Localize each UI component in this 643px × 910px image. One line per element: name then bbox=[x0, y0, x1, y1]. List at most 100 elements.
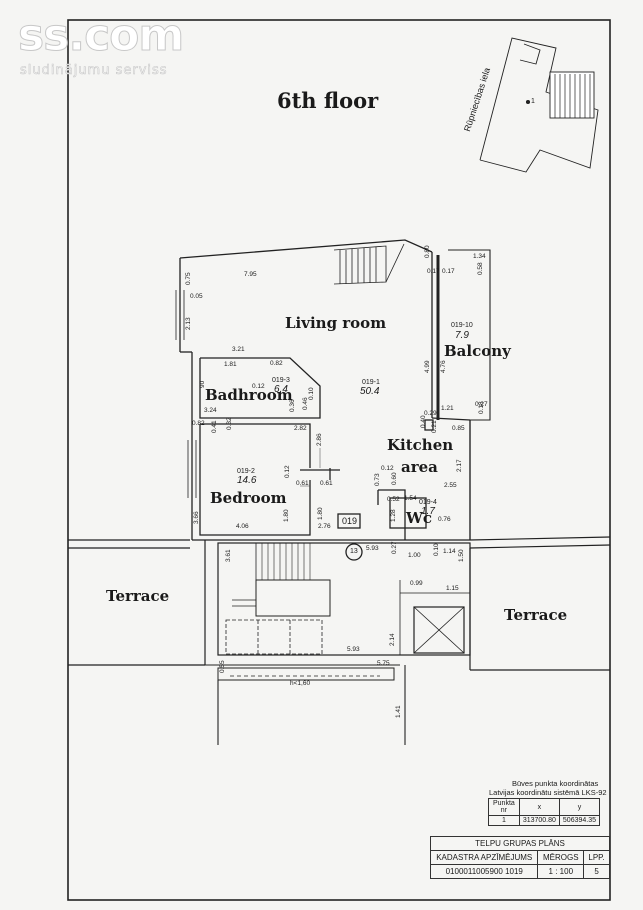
dim-label: 3.61 bbox=[225, 549, 232, 562]
dim-label: 1.81 bbox=[224, 361, 237, 368]
terrace-right-label: Terrace bbox=[504, 606, 568, 624]
dim-label: 0.75 bbox=[185, 272, 192, 285]
dim-label: 0.58 bbox=[477, 262, 484, 275]
dim-label: 0.27 bbox=[475, 401, 488, 408]
bathroom-label: Badhroom bbox=[205, 386, 293, 404]
title-value-scale: 1 : 100 bbox=[537, 864, 585, 879]
apartment-walls bbox=[179, 239, 471, 561]
dim-label: 3.21 bbox=[232, 346, 245, 353]
bedroom-code: 019-2 bbox=[237, 468, 255, 475]
dim-label: 0.82 bbox=[270, 360, 283, 367]
dim-label: 2.14 bbox=[389, 633, 396, 646]
title-block: TELPU GRUPAS PLĀNS KADASTRA APZĪMĒJUMS M… bbox=[429, 836, 610, 879]
title-value-page: 5 bbox=[583, 864, 610, 879]
coord-header-point: Punkta nr bbox=[488, 798, 520, 816]
dim-label: 0.12 bbox=[252, 383, 265, 390]
sheet-border bbox=[67, 19, 611, 901]
dim-label: 1.28 bbox=[390, 509, 397, 522]
coord-header-x: x bbox=[518, 798, 560, 816]
dim-label: 0.61 bbox=[296, 480, 309, 487]
table-row: KADASTRA APZĪMĒJUMS MĒROGS LPP. bbox=[429, 850, 610, 865]
title-label-cadastre: KADASTRA APZĪMĒJUMS bbox=[429, 850, 539, 865]
dim-label: 0.10 bbox=[433, 543, 440, 556]
dim-label: 5.93 bbox=[366, 545, 379, 552]
dim-label: 1.14 bbox=[443, 548, 456, 555]
living-area: 50.4 bbox=[360, 386, 380, 397]
balcony-label: Balcony bbox=[444, 342, 511, 360]
dim-label: 2.17 bbox=[456, 459, 463, 472]
dim-label: 1.80 bbox=[317, 507, 324, 520]
title-heading: TELPU GRUPAS PLĀNS bbox=[430, 836, 610, 851]
dim-label: 1.21 bbox=[441, 405, 454, 412]
balcony-outline bbox=[436, 249, 491, 540]
stair-core bbox=[217, 542, 471, 656]
dim-label: 2.76 bbox=[318, 523, 331, 530]
dim-label: 4.06 bbox=[236, 523, 249, 530]
dim-label: 0.76 bbox=[438, 516, 451, 523]
dim-label: 0.40 bbox=[420, 415, 427, 428]
dim-label: 0.17 bbox=[427, 268, 440, 275]
dim-label: 1.54 bbox=[404, 495, 417, 502]
bedroom-area: 14.6 bbox=[237, 475, 257, 486]
balcony-area: 7.9 bbox=[455, 330, 469, 341]
dim-label: 0.27 bbox=[391, 541, 398, 554]
title-value-cadastre: 0100011005900 1019 bbox=[429, 864, 539, 879]
dim-label: 0.05 bbox=[190, 293, 203, 300]
dim-label: 7.95 bbox=[244, 271, 257, 278]
dim-label: 0.18 bbox=[478, 401, 485, 414]
dim-label: 1.41 bbox=[395, 705, 402, 718]
wc-label: Wc bbox=[406, 509, 432, 527]
coord-point: 1 bbox=[488, 815, 520, 826]
dim-label: 1.34 bbox=[473, 253, 486, 260]
title-label-scale: MĒROGS bbox=[537, 850, 585, 865]
table-row: 1 313700.80 506394.35 bbox=[488, 815, 601, 826]
coord-y: 506394.35 bbox=[558, 815, 601, 826]
watermark-brand: ss.com bbox=[17, 10, 184, 61]
dim-label: 0.80 bbox=[424, 245, 431, 258]
dim-label: 0.32 bbox=[226, 417, 233, 430]
dim-label: h<1,60 bbox=[290, 680, 311, 687]
terraces bbox=[68, 536, 611, 671]
bathroom-code: 019-3 bbox=[272, 377, 290, 384]
dim-label: 2.55 bbox=[444, 482, 457, 489]
watermark-tagline: sludinājumu serviss bbox=[20, 63, 168, 78]
coord-note-line2: Latvijas koordinātu sistēmā LKS-92 bbox=[489, 788, 607, 797]
floor-title: 6th floor bbox=[277, 88, 379, 113]
living-stair bbox=[333, 243, 405, 285]
dim-label: 0.17 bbox=[442, 268, 455, 275]
dim-label: 5.93 bbox=[347, 646, 360, 653]
kitchen-label-line1: Kitchen bbox=[387, 436, 454, 454]
wc-area: 1.7 bbox=[421, 506, 435, 517]
dim-label: 0.12 bbox=[381, 465, 394, 472]
apartment-number: 019 bbox=[342, 516, 358, 526]
bedroom-label: Bedroom bbox=[210, 489, 287, 507]
stair-number: 13 bbox=[350, 548, 358, 555]
dim-label: 0.82 bbox=[192, 420, 205, 427]
table-row: 0100011005900 1019 1 : 100 5 bbox=[429, 864, 610, 879]
wc-code: 019-4 bbox=[419, 499, 437, 506]
living-code: 019-1 bbox=[362, 379, 380, 386]
dim-label: 2.82 bbox=[294, 425, 307, 432]
location-map bbox=[479, 37, 599, 173]
dim-label: 2.86 bbox=[316, 433, 323, 446]
dim-label: 1.15 bbox=[446, 585, 459, 592]
dim-label: 0.36 bbox=[289, 399, 296, 412]
dim-label: 0.60 bbox=[391, 472, 398, 485]
dim-label: 1.80 bbox=[283, 509, 290, 522]
coord-header-y: y bbox=[558, 798, 601, 816]
coord-x: 313700.80 bbox=[518, 815, 560, 826]
lower-structure bbox=[205, 664, 406, 745]
bathroom-area: 6.4 bbox=[274, 384, 288, 395]
kitchen-label-line2: area bbox=[401, 458, 438, 476]
dim-label: 0.73 bbox=[374, 473, 381, 486]
living-room-label: Living room bbox=[285, 314, 387, 332]
location-marker: 1 bbox=[531, 98, 535, 105]
dim-label: 90 bbox=[199, 380, 206, 388]
dim-label: 0.61 bbox=[320, 480, 333, 487]
dim-label: 5.75 bbox=[377, 660, 390, 667]
table-row: Punkta nr x y bbox=[488, 798, 601, 816]
dim-label: 0.21 bbox=[431, 420, 438, 433]
coord-note-line1: Būves punkta koordinātas bbox=[512, 779, 599, 788]
